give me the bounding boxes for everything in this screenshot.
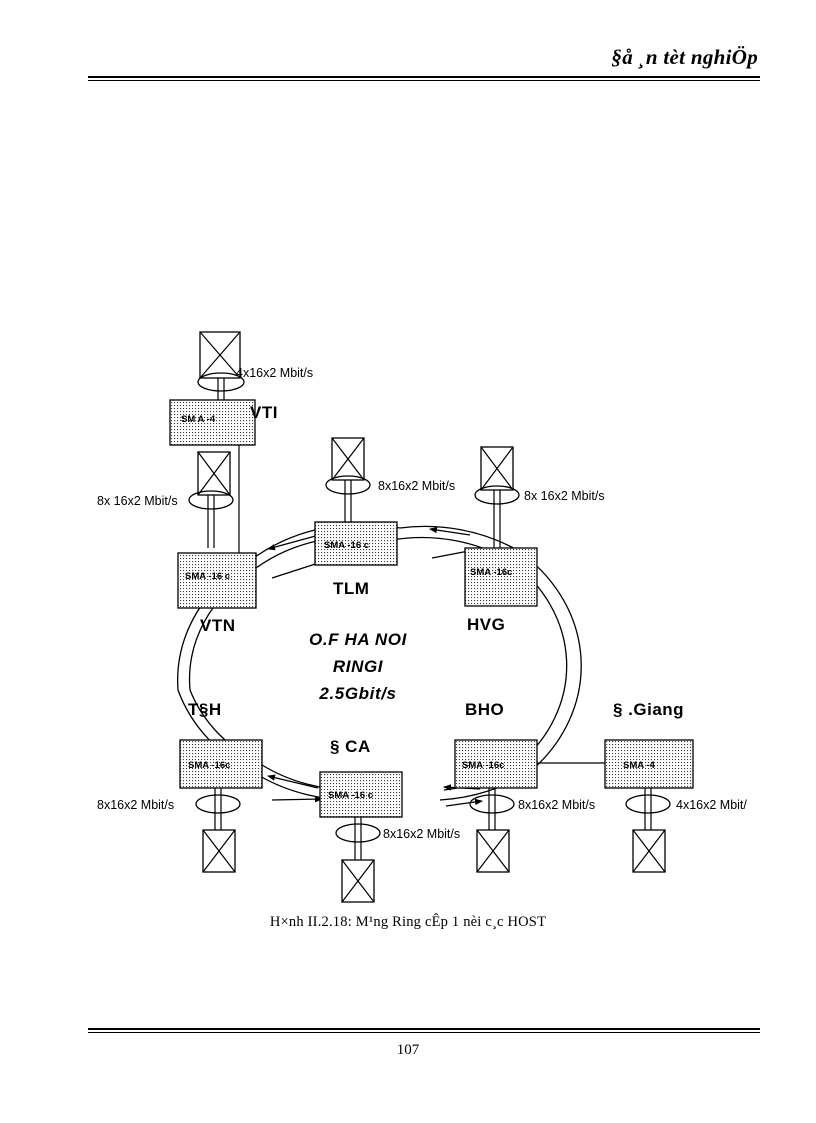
equipment-label-vtn: SMA -16 c	[185, 571, 230, 582]
equipment-box-vtn	[177, 552, 257, 609]
footer-divider-thin	[88, 1032, 760, 1033]
equipment-box-vti	[169, 399, 256, 446]
city-label-hvg: HVG	[467, 615, 505, 634]
fiber-ring-tlm	[325, 475, 371, 495]
equipment-label-bho: SMA -16c	[462, 760, 504, 771]
equipment-label-dgiang: SMA -4	[623, 760, 656, 771]
node-vtn: 8x 16x2 Mbit/s SMA -16 c VTN	[97, 451, 257, 635]
footer-divider	[88, 1028, 760, 1033]
equipment-label-hvg: SMA -16c	[470, 567, 512, 578]
fiber-ring-dgiang	[625, 794, 671, 814]
center-label-line3: 2.5Gbit/s	[318, 684, 396, 703]
rate-label-vtn: 8x 16x2 Mbit/s	[97, 494, 178, 508]
fiber-ring-vti	[197, 372, 245, 392]
header-divider-thin	[88, 80, 760, 81]
equipment-label-tdh: SMA -16c	[188, 760, 230, 771]
rate-label-hvg: 8x 16x2 Mbit/s	[524, 489, 605, 503]
city-label-dca: § CA	[330, 737, 371, 756]
equipment-box-dgiang	[604, 739, 694, 789]
city-label-bho: BHO	[465, 700, 504, 719]
city-label-tlm: TLM	[333, 579, 369, 598]
node-hvg: 8x 16x2 Mbit/s SMA -16c HVG	[464, 446, 605, 634]
page-number: 107	[396, 1042, 420, 1058]
rate-label-dca: 8x16x2 Mbit/s	[383, 827, 460, 841]
city-label-tdh: T§H	[188, 700, 222, 719]
footer-divider-thick	[88, 1028, 760, 1030]
center-label-line1: O.F HA NOI	[309, 630, 408, 649]
city-label-vti: VTI	[250, 403, 278, 422]
city-label-dgiang: § .Giang	[613, 700, 684, 719]
fiber-ring-bho	[469, 794, 515, 814]
equipment-box-tlm	[314, 521, 398, 566]
node-tlm: 8x16x2 Mbit/s SMA -16 c TLM	[314, 437, 455, 598]
node-tdh: T§H SMA -16c 8x16x2 Mbit/s	[97, 700, 263, 873]
figure-caption: H×nh II.2.18: M¹ng Ring cÊp 1 nèi c¸c HO…	[269, 914, 547, 930]
equipment-box-dca	[319, 771, 403, 818]
page-header: §å ¸n tèt nghiÖp	[88, 36, 760, 80]
center-label-line2: RINGI	[333, 657, 384, 676]
rate-label-dgiang: 4x16x2 Mbit/	[676, 798, 747, 812]
header-divider	[88, 76, 760, 81]
equipment-box-hvg	[464, 547, 538, 607]
node-vti: 4x16x2 Mbit/s SM A -4 VTI	[169, 331, 313, 553]
node-dca: § CA SMA -16 c 8x16x2 Mbit/s	[319, 737, 460, 903]
node-bho: BHO SMA -16c 8x16x2 Mbit/s	[454, 700, 595, 873]
equipment-label-vti: SM A -4	[181, 414, 216, 425]
ring-center-label: O.F HA NOI RINGI 2.5Gbit/s	[309, 630, 408, 703]
rate-label-vti: 4x16x2 Mbit/s	[236, 366, 313, 380]
node-dgiang: § .Giang SMA -4 4x16x2 Mbit/	[537, 700, 747, 873]
fiber-ring-hvg	[474, 485, 520, 505]
rate-label-tdh: 8x16x2 Mbit/s	[97, 798, 174, 812]
equipment-label-tlm: SMA -16 c	[324, 540, 369, 551]
rate-label-tlm: 8x16x2 Mbit/s	[378, 479, 455, 493]
equipment-box-tdh	[179, 739, 263, 789]
city-label-vtn: VTN	[200, 616, 236, 635]
fiber-ring-dca	[335, 823, 381, 843]
fiber-ring-vtn	[188, 490, 234, 510]
equipment-box-bho	[454, 739, 538, 789]
network-ring-diagram: 4x16x2 Mbit/s SM A -4 VTI 8x 16x2 Mbit/s…	[0, 300, 816, 950]
rate-label-bho: 8x16x2 Mbit/s	[518, 798, 595, 812]
equipment-label-dca: SMA -16 c	[328, 790, 373, 801]
fiber-ring-tdh	[195, 794, 241, 814]
header-divider-thick	[88, 76, 760, 78]
header-title: §å ¸n tèt nghiÖp	[611, 45, 758, 69]
